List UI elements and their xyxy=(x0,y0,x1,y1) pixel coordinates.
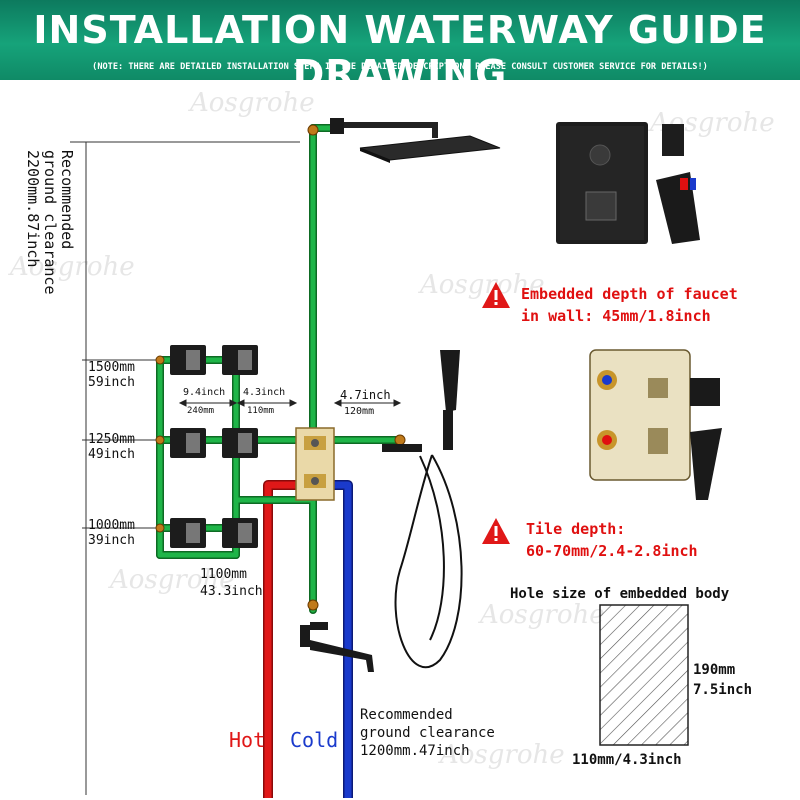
hole-size-box xyxy=(599,604,689,746)
hole-height-mm: 190mm xyxy=(693,662,736,678)
spout-clearance-line3: 1200mm.47inch xyxy=(360,743,470,759)
spacing-label-mm: 240mm xyxy=(187,406,215,416)
spacing-label-mm: 110mm xyxy=(247,406,275,416)
spacing-label-inch: 9.4inch xyxy=(183,387,226,398)
rain-shower-head-icon xyxy=(330,118,501,163)
embedded-depth-line1: Embedded depth of faucet xyxy=(521,285,738,303)
left-clearance-label: 2200mm.87inch xyxy=(24,150,42,268)
embedded-valve-illustration xyxy=(589,349,722,500)
bottom-clearance-label: 1100mm 43.3inch xyxy=(200,566,263,600)
hole-height-inch: 7.5inch xyxy=(693,682,753,698)
watermark-brand: Aosgrohe xyxy=(420,270,545,300)
tile-depth-line2: 60-70mm/2.4-2.8inch xyxy=(526,542,698,560)
spout-clearance-line1: Recommended xyxy=(360,707,453,723)
cold-label: Cold xyxy=(290,728,339,752)
spacing-arrows xyxy=(178,399,402,407)
left-clearance-line2: ground clearance xyxy=(41,150,59,295)
height-label-1500: 1500mm 59inch xyxy=(88,360,135,390)
page-title: INSTALLATION WATERWAY GUIDE DRAWING xyxy=(33,8,767,96)
hole-size-title: Hole size of embedded body xyxy=(510,586,730,602)
hot-water-pipe xyxy=(263,480,300,798)
watermark-brand: Aosgrohe xyxy=(480,600,605,630)
height-mm: 1000mm xyxy=(88,518,135,533)
left-clearance-label: Recommended xyxy=(58,150,76,250)
bottom-clearance-inch: 43.3inch xyxy=(200,584,263,599)
height-mm: 1250mm xyxy=(88,432,135,447)
left-clearance-line1: Recommended xyxy=(58,150,76,250)
spout-clearance-line2: ground clearance xyxy=(360,725,495,741)
height-dimension-line xyxy=(70,141,300,795)
height-inch: 59inch xyxy=(88,375,135,390)
header-banner: INSTALLATION WATERWAY GUIDE DRAWING (NOT… xyxy=(0,0,800,96)
watermark-brand: Aosgrohe xyxy=(440,740,565,770)
tub-spout-icon xyxy=(300,622,374,672)
bottom-clearance-mm: 1100mm xyxy=(200,567,247,582)
height-inch: 49inch xyxy=(88,447,135,462)
hole-height-label: 190mm 7.5inch xyxy=(693,660,752,700)
cold-water-pipe xyxy=(330,480,353,798)
height-label-1250: 1250mm 49inch xyxy=(88,432,135,462)
header-note: (NOTE: THERE ARE DETAILED INSTALLATION S… xyxy=(92,62,708,72)
hand-shower-icon xyxy=(382,350,463,669)
warning-triangle-icon xyxy=(482,518,510,544)
body-jet-nozzles xyxy=(186,350,252,543)
height-inch: 39inch xyxy=(88,533,135,548)
watermark-brand: Aosgrohe xyxy=(10,252,135,282)
warning-triangle-icon xyxy=(482,282,510,308)
height-mm: 1500mm xyxy=(88,360,135,375)
spacing-label-inch: 4.3inch xyxy=(243,387,286,398)
hot-label: Hot xyxy=(229,728,266,752)
tile-depth-label: Tile depth: 60-70mm/2.4-2.8inch xyxy=(526,518,698,562)
left-clearance-line3: 2200mm.87inch xyxy=(24,150,42,268)
embedded-depth-line2: in wall: 45mm/1.8inch xyxy=(521,307,711,325)
spout-clearance-label: Recommended ground clearance 1200mm.47in… xyxy=(360,706,495,760)
tile-depth-line1: Tile depth: xyxy=(526,520,626,538)
hole-width-label: 110mm/4.3inch xyxy=(572,752,682,768)
left-clearance-label: ground clearance xyxy=(41,150,59,295)
control-panel-illustration xyxy=(556,122,700,244)
spacing-label-mm: 120mm xyxy=(344,406,375,417)
height-label-1000: 1000mm 39inch xyxy=(88,518,135,548)
concealed-valve-icon xyxy=(295,427,335,501)
spacing-label-inch: 4.7inch xyxy=(340,388,391,402)
embedded-depth-label: Embedded depth of faucet in wall: 45mm/1… xyxy=(521,283,738,327)
watermark-brand: Aosgrohe xyxy=(110,565,235,595)
watermark-brand: Aosgrohe xyxy=(190,88,315,118)
